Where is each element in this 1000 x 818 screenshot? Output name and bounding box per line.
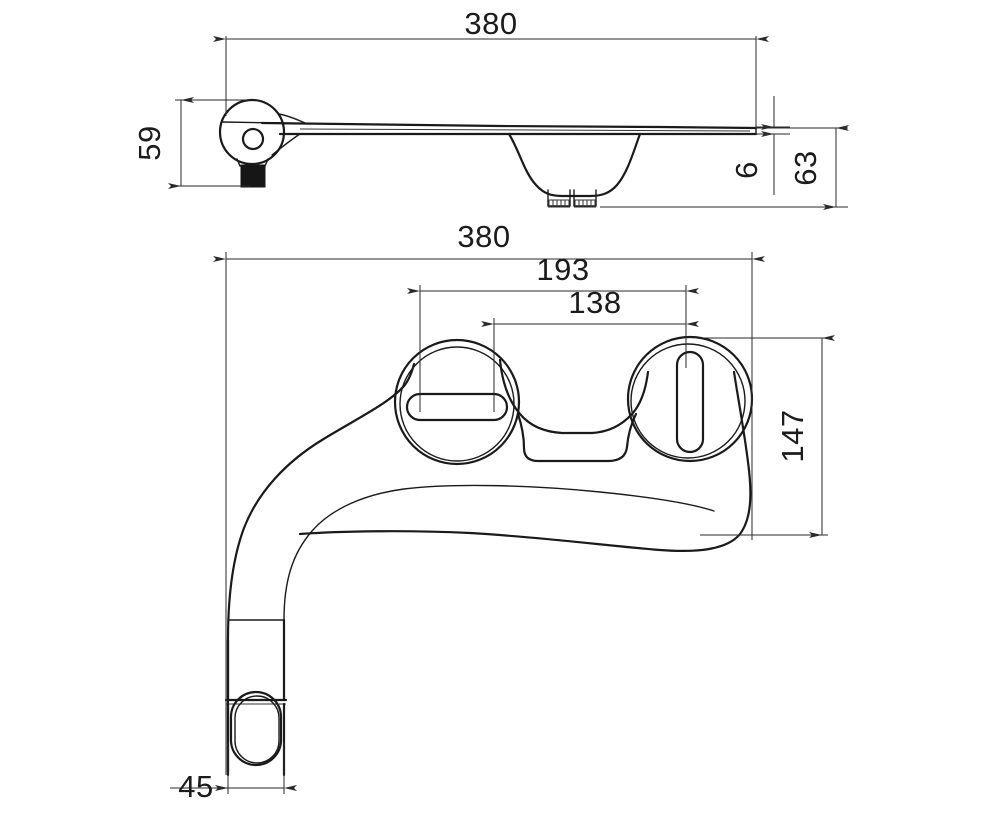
plan-view-geometry — [224, 335, 754, 777]
plan-saddle-between-knobs — [516, 412, 638, 463]
plan-view-dimensions — [170, 252, 835, 794]
spout-aerator-outer-oval — [229, 690, 283, 767]
knob-stem-shank — [240, 164, 266, 188]
left-knob-outer-ring — [393, 338, 521, 466]
nozzle-block-left — [547, 189, 571, 207]
left-knob-inner-ring — [399, 346, 515, 462]
plan-body-outer-outline — [226, 362, 416, 774]
aerator-teeth-left — [548, 199, 570, 208]
dim-label-380-top: 380 — [464, 6, 517, 41]
nozzle-block-right — [573, 189, 597, 207]
knob-to-plate-fillet-upper — [278, 113, 306, 124]
spout-inner-wall — [283, 484, 715, 621]
right-knob-vertical-slot — [675, 350, 705, 454]
control-knob-body — [218, 98, 286, 166]
control-knob-centre-hole — [241, 127, 265, 151]
aerator-teeth-right — [574, 199, 596, 208]
shower-head-body-profile — [507, 132, 642, 198]
plan-body-right-flank — [298, 370, 752, 553]
dim-label-138: 138 — [568, 285, 621, 320]
right-knob-inner-ring — [630, 343, 746, 459]
left-knob-horizontal-slot — [405, 392, 509, 422]
spout-plate-upper-surface — [260, 121, 758, 130]
dim-label-147: 147 — [775, 409, 810, 462]
spout-plate-seam-line — [299, 128, 751, 132]
control-knob-parting-line — [221, 121, 284, 124]
dim-label-193: 193 — [536, 252, 589, 287]
dim-label-380-bottom: 380 — [457, 219, 510, 254]
dim-label-59: 59 — [132, 125, 167, 160]
knob-to-plate-fillet-lower — [271, 133, 301, 156]
side-elevation-dimensions — [168, 36, 849, 210]
plan-body-outer-outline-right — [498, 358, 650, 435]
right-knob-outer-ring — [626, 335, 754, 463]
dim-label-45: 45 — [178, 769, 213, 804]
spout-aerator-inner-oval — [234, 695, 280, 764]
dimension-labels: 380 59 6 63 380 193 138 147 45 — [132, 6, 823, 804]
dim-label-63: 63 — [788, 150, 823, 185]
dim-label-6: 6 — [729, 161, 764, 179]
side-elevation-geometry — [218, 98, 758, 208]
